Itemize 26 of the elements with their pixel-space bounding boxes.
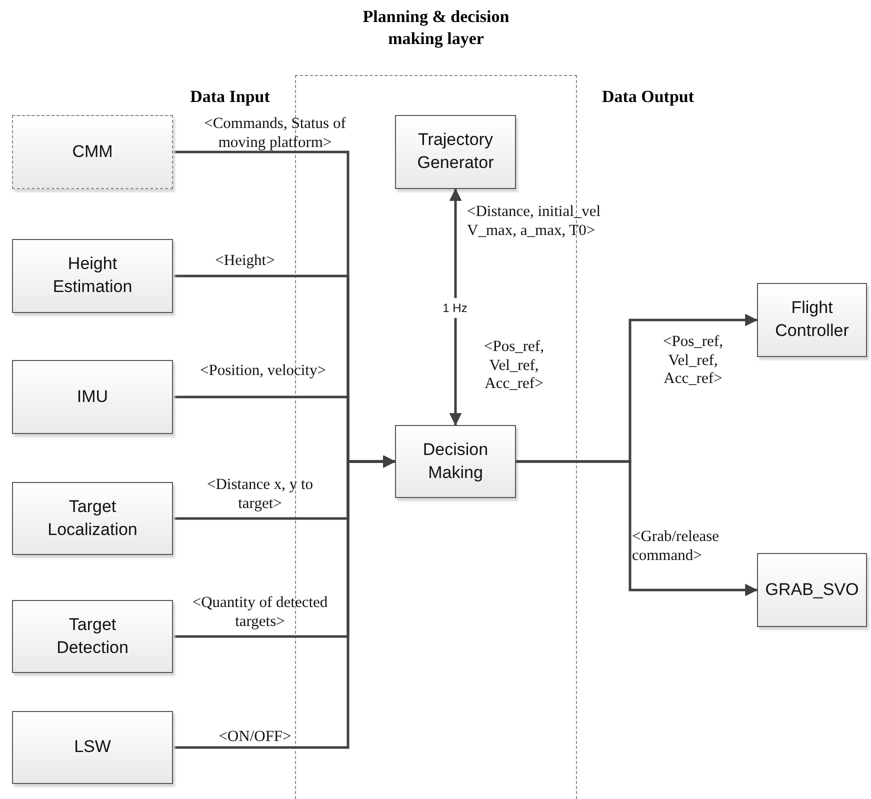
process-box: LSW (12, 711, 173, 784)
process-box: Height Estimation (12, 239, 173, 313)
arrow (449, 188, 462, 426)
edge-label: <Quantity of detected targets> (191, 594, 329, 632)
process-box: Target Localization (12, 482, 173, 555)
edge-label: <Pos_ref, Vel_ref, Acc_ref> (662, 333, 724, 389)
edge-label: <Commands, Status of moving platform> (203, 115, 347, 152)
section-heading: Data Input (189, 86, 271, 108)
edge-label: <Height> (214, 252, 276, 271)
process-box: Flight Controller (757, 283, 867, 357)
edge-label: <Distance x, y to target> (206, 476, 314, 514)
data-label: <Distance, initial_vel V_max, a_max, T0> (467, 203, 602, 240)
process-box: GRAB_SVO (757, 553, 867, 627)
process-box: Target Detection (12, 600, 173, 673)
section-heading: Data Output (600, 86, 696, 108)
edge-label: <Grab/release command> (632, 528, 720, 566)
arrow (516, 460, 758, 596)
data-label: <Pos_ref, Vel_ref, Acc_ref> (483, 338, 545, 394)
edge-label: <ON/OFF> (218, 728, 292, 747)
process-box: Decision Making (395, 425, 516, 498)
process-box: CMM (12, 115, 173, 189)
arrow (173, 455, 396, 749)
edge-label: <Position, velocity> (199, 362, 327, 381)
process-box: Trajectory Generator (395, 115, 516, 189)
process-box: IMU (12, 360, 173, 434)
layer-title: Planning & decision making layer (362, 6, 510, 50)
